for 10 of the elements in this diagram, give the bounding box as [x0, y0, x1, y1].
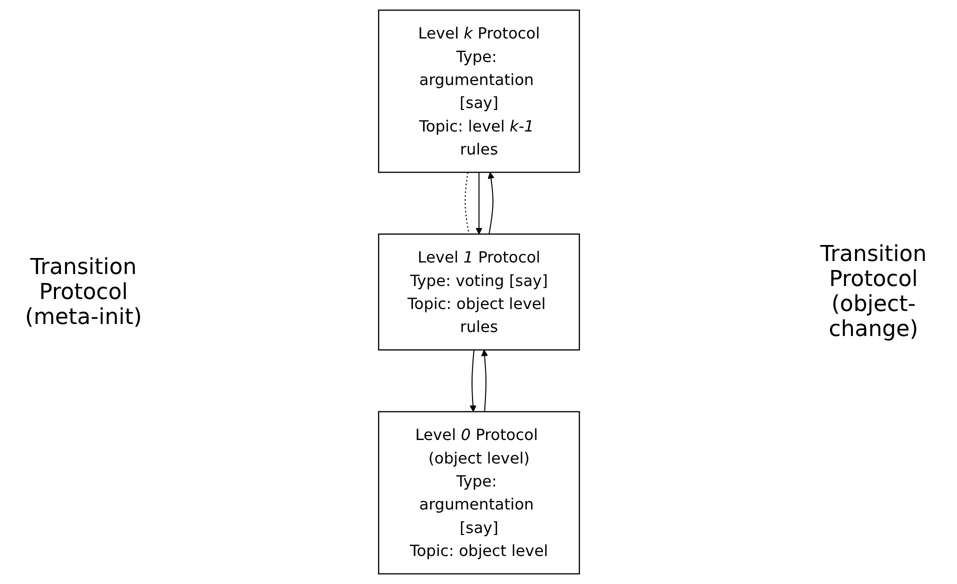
arrow [487, 172, 494, 234]
transition-label: Transition Protocol (meta-init) [24, 254, 143, 330]
connector [464, 172, 469, 234]
node-box: Level k Protocol Type: argumentation [say] Topic: level k-1 rules [378, 10, 580, 173]
node-box: Level 0 Protocol (object level) Type: argumentation [say] Topic: object level [378, 411, 580, 574]
node-box: Level 1 Protocol Type: voting [say] Topic: object level rules [378, 234, 580, 350]
arrow [480, 350, 488, 412]
arrow [475, 172, 482, 234]
arrow [469, 350, 476, 412]
transition-label: Transition Protocol (object-change) [819, 242, 928, 342]
